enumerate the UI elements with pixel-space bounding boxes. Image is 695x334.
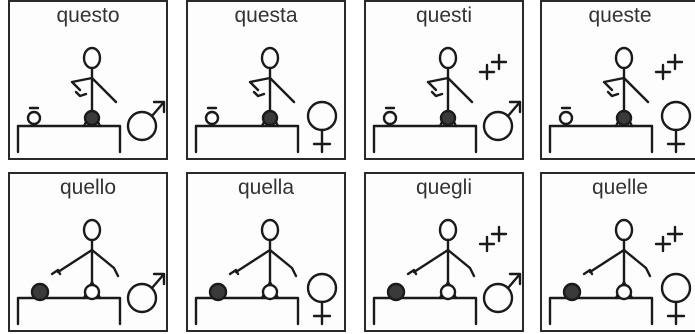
- card-quelle: quelle: [540, 172, 695, 332]
- female-symbol-icon: [660, 100, 692, 132]
- plural-plus-icon: [478, 63, 496, 81]
- card-word: quello: [59, 176, 117, 199]
- ball-icon: [439, 109, 457, 127]
- table-icon: [194, 124, 300, 154]
- card-word: quegli: [415, 176, 473, 199]
- card-quegli: quegli: [364, 172, 524, 332]
- table-icon: [548, 124, 654, 154]
- ball-icon: [30, 282, 50, 302]
- card-questa: questa: [186, 0, 346, 160]
- ball-icon: [83, 283, 101, 301]
- plural-plus-icon: [666, 225, 684, 243]
- person-icon: [82, 218, 102, 242]
- male-symbol-icon: [126, 110, 158, 142]
- pictogram: [372, 46, 522, 154]
- card-word: quella: [237, 176, 295, 199]
- card-questo: questo: [8, 0, 168, 160]
- pictogram: [194, 46, 338, 154]
- ball-icon: [439, 283, 457, 301]
- plural-plus-icon: [666, 53, 684, 71]
- card-word: quelle: [591, 176, 649, 199]
- card-queste: queste: [540, 0, 695, 160]
- person-icon: [614, 46, 634, 70]
- male-symbol-icon: [126, 282, 158, 314]
- ball-icon: [208, 282, 228, 302]
- card-word: queste: [588, 4, 652, 27]
- person-icon: [260, 218, 280, 242]
- ball-icon: [615, 283, 633, 301]
- pictogram: [548, 218, 692, 326]
- female-symbol-icon: [306, 100, 338, 132]
- table-icon: [16, 296, 122, 326]
- plural-plus-icon: [478, 235, 496, 253]
- ball-icon: [615, 109, 633, 127]
- ball-icon: [83, 109, 101, 127]
- pictogram: [16, 218, 166, 326]
- person-icon: [614, 218, 634, 242]
- card-quello: quello: [8, 172, 168, 332]
- female-symbol-icon: [306, 272, 338, 304]
- plural-plus-icon: [654, 63, 672, 81]
- pictogram: [16, 46, 166, 154]
- card-word: questa: [234, 4, 298, 27]
- ball-icon: [261, 109, 279, 127]
- table-icon: [372, 124, 478, 154]
- card-word: questi: [415, 4, 473, 27]
- ball-icon: [386, 282, 406, 302]
- ball-icon: [204, 110, 220, 126]
- ball-icon: [26, 110, 42, 126]
- table-icon: [372, 296, 478, 326]
- pictogram: [194, 218, 338, 326]
- person-icon: [438, 218, 458, 242]
- ball-icon: [562, 282, 582, 302]
- pictogram: [548, 46, 692, 154]
- plural-plus-icon: [654, 235, 672, 253]
- male-symbol-icon: [482, 110, 514, 142]
- person-icon: [82, 46, 102, 70]
- person-icon: [438, 46, 458, 70]
- card-quella: quella: [186, 172, 346, 332]
- ball-icon: [261, 283, 279, 301]
- card-questi: questi: [364, 0, 524, 160]
- plural-plus-icon: [490, 53, 508, 71]
- ball-icon: [382, 110, 398, 126]
- ball-icon: [558, 110, 574, 126]
- card-word: questo: [56, 4, 120, 27]
- table-icon: [16, 124, 122, 154]
- table-icon: [548, 296, 654, 326]
- table-icon: [194, 296, 300, 326]
- pictogram: [372, 218, 522, 326]
- person-icon: [260, 46, 280, 70]
- plural-plus-icon: [490, 225, 508, 243]
- female-symbol-icon: [660, 272, 692, 304]
- male-symbol-icon: [482, 282, 514, 314]
